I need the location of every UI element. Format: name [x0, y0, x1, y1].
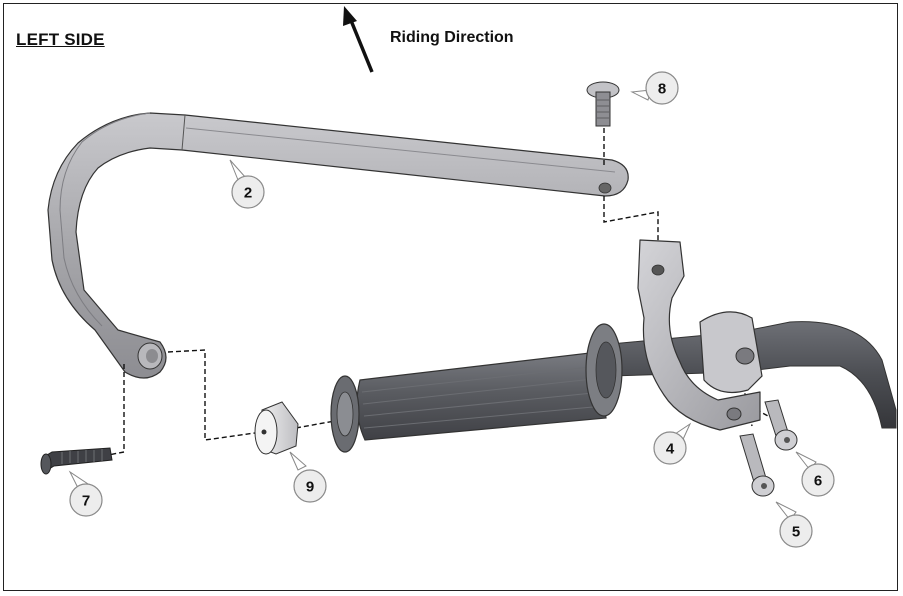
callout-4-label: 4	[666, 441, 675, 458]
cylindrical-spacer	[254, 401, 299, 455]
callout-9: 9	[293, 469, 327, 503]
callout-9-label: 9	[306, 479, 314, 496]
callout-8: 8	[645, 71, 679, 105]
handlebar-grip	[330, 323, 623, 453]
callout-4: 4	[653, 431, 687, 465]
callout-8-label: 8	[658, 81, 666, 98]
diagram-frame	[3, 3, 898, 591]
callout-2-label: 2	[244, 185, 252, 202]
riding-direction-label: Riding Direction	[390, 29, 514, 46]
callout-7: 7	[69, 483, 103, 517]
callout-6-label: 6	[814, 473, 822, 490]
callout-2: 2	[231, 175, 265, 209]
long-bolt	[40, 447, 113, 475]
side-title: LEFT SIDE	[16, 30, 105, 49]
callout-5-label: 5	[792, 524, 800, 541]
callout-5: 5	[779, 514, 813, 548]
callout-6: 6	[801, 463, 835, 497]
riding-direction-arrow	[343, 6, 374, 73]
handguard-bar	[47, 112, 629, 379]
short-bolts	[739, 399, 798, 497]
handlebar-clamp	[637, 239, 763, 431]
callout-7-label: 7	[82, 493, 90, 510]
top-bolt	[586, 81, 620, 127]
